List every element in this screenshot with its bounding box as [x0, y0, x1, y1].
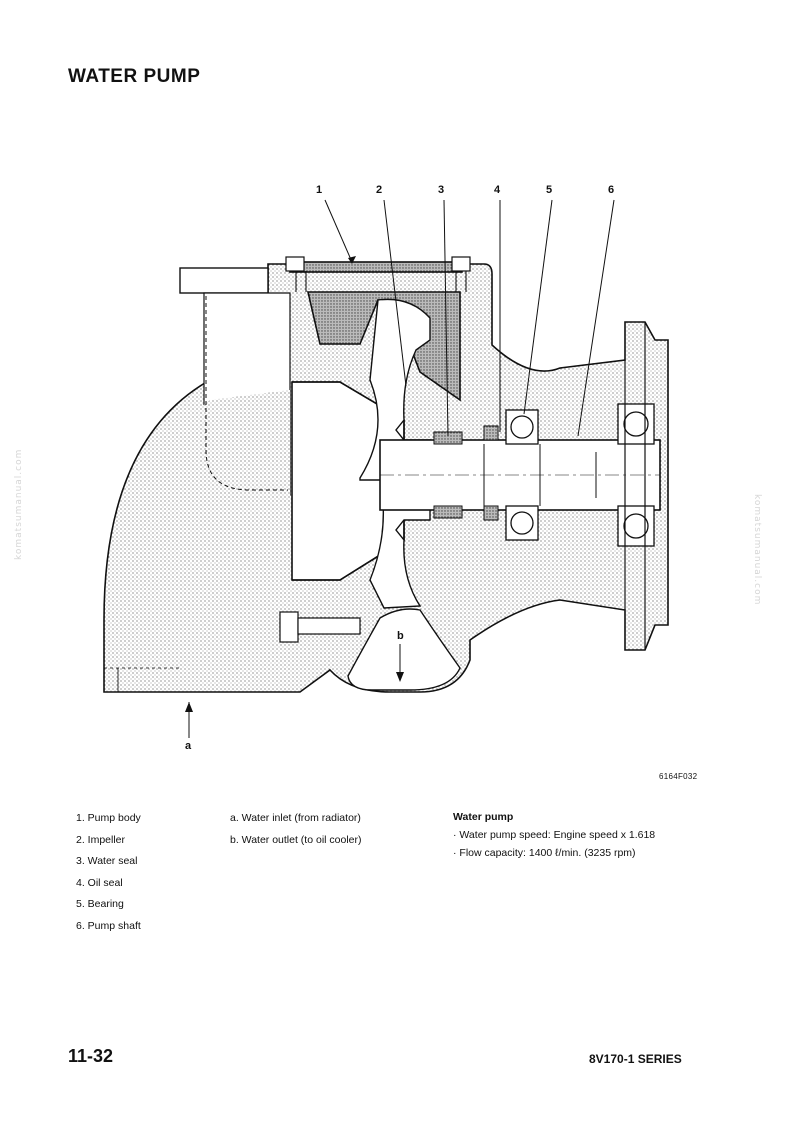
callout-6: 6	[608, 184, 615, 196]
spec-title: Water pump	[453, 811, 514, 823]
callout-1: 1	[316, 184, 323, 196]
legend-item: a. Water inlet (from radiator)	[230, 812, 361, 824]
page-number: 11-32	[68, 1046, 114, 1066]
page-title: WATER PUMP	[68, 66, 201, 87]
legend-item: 4. Oil seal	[76, 876, 123, 889]
pump-body	[103, 256, 669, 693]
flow-arrowheads	[185, 256, 404, 712]
legend-item: 5. Bearing	[76, 898, 124, 910]
flow-legend: a. Water inlet (from radiator) b. Water …	[230, 808, 362, 851]
legend-item: b. Water outlet (to oil cooler)	[230, 833, 362, 846]
callout-4: 4	[494, 184, 501, 196]
spec-item: · Flow capacity: 1400 ℓ/min. (3235 rpm)	[453, 847, 636, 859]
flow-marker-b: b	[397, 630, 404, 642]
spec-block: Water pump · Water pump speed: Engine sp…	[453, 808, 655, 862]
flow-marker-a: a	[185, 740, 192, 752]
callout-3: 3	[438, 184, 445, 196]
legend-item: 2. Impeller	[76, 833, 126, 846]
series-label: 8V170-1 SERIES	[589, 1052, 682, 1066]
legend-item: 1. Pump body	[76, 812, 141, 824]
callout-2: 2	[376, 184, 383, 196]
figure-code: 6164F032	[659, 772, 698, 781]
legend-item: 3. Water seal	[76, 855, 138, 867]
legend-item: 6. Pump shaft	[76, 919, 141, 932]
callout-leaders	[188, 199, 615, 738]
parts-legend: 1. Pump body 2. Impeller 3. Water seal 4…	[76, 808, 141, 937]
callout-5: 5	[546, 184, 553, 196]
spec-item: · Water pump speed: Engine speed x 1.618	[453, 829, 656, 841]
